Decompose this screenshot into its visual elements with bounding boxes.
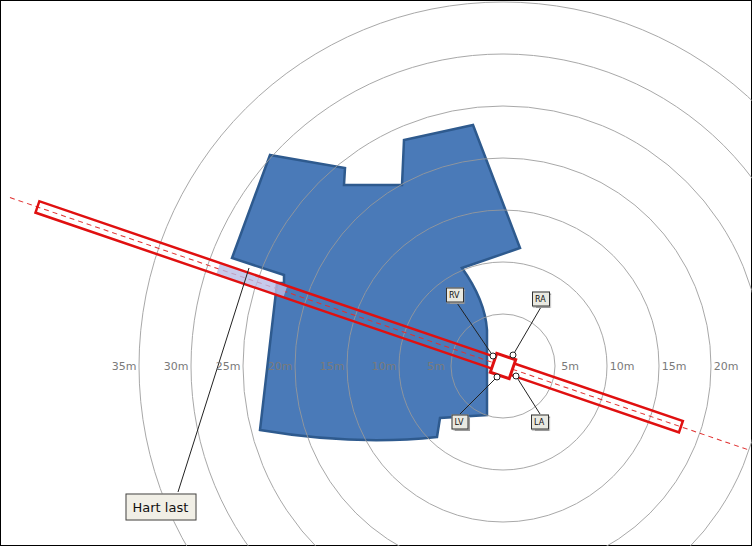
tag-text: LV	[455, 417, 466, 428]
tag-text: RA	[535, 294, 547, 305]
distance-label: 20m	[268, 360, 293, 373]
tag-text: Hart last	[133, 499, 190, 516]
sensor-dot	[513, 373, 519, 379]
leader-line	[457, 303, 493, 356]
sensor-tag: LV	[452, 415, 469, 430]
leader-line	[460, 377, 497, 414]
distance-label: 5m	[561, 360, 579, 373]
sensor-dots	[490, 352, 519, 380]
sensor-dot	[510, 352, 516, 358]
distance-rings	[139, 2, 752, 546]
leader-lines	[178, 268, 541, 492]
ring	[347, 210, 659, 522]
distance-label: 25m	[216, 360, 241, 373]
sensor-tag: LA	[531, 415, 549, 430]
ring	[295, 158, 711, 546]
ring	[399, 262, 607, 470]
ring	[243, 106, 752, 546]
distance-label: 10m	[610, 360, 635, 373]
sensor-dot	[494, 374, 500, 380]
tag-text: RV	[449, 290, 461, 301]
leader-line	[516, 376, 540, 414]
sensor-tag: RA	[532, 292, 550, 307]
sensor-dot	[490, 353, 496, 359]
axis	[7, 188, 751, 459]
ring	[191, 54, 752, 546]
distance-label: 15m	[662, 360, 687, 373]
ring	[451, 314, 555, 418]
distance-label: 35m	[112, 360, 137, 373]
callout-box: Hart last	[126, 494, 197, 521]
leader-line	[178, 268, 249, 492]
distance-label: 5m	[427, 360, 445, 373]
distance-label: 10m	[372, 360, 397, 373]
leader-line	[513, 307, 541, 355]
sensor-tag: RV	[446, 288, 464, 303]
distance-label: 20m	[714, 360, 739, 373]
beam-outline	[35, 201, 682, 432]
ring	[139, 2, 752, 546]
load-section	[216, 263, 287, 297]
axis-line	[10, 198, 747, 450]
tag-text: LA	[534, 417, 546, 428]
distance-label: 15m	[320, 360, 345, 373]
distance-label: 30m	[164, 360, 189, 373]
